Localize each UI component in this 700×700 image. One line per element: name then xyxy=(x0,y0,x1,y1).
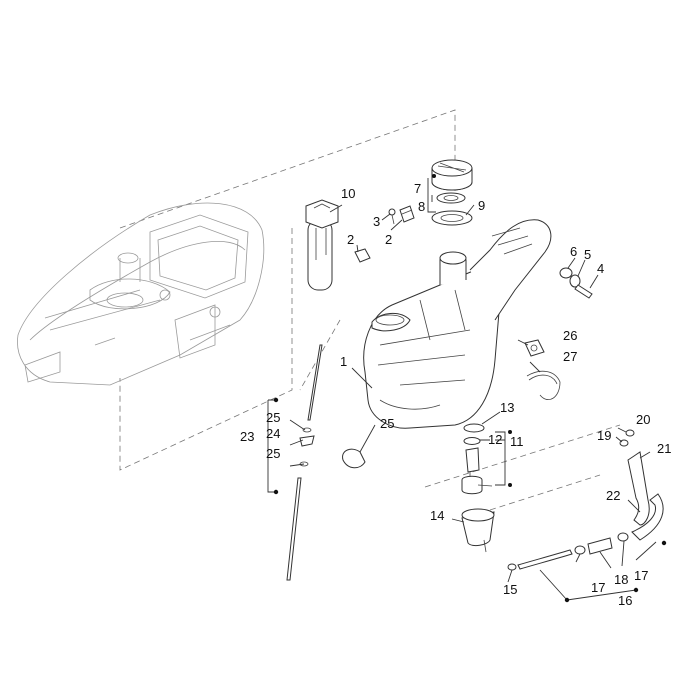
part-5-washer xyxy=(569,274,581,288)
part-9-filler-ring xyxy=(431,210,473,226)
part-21-hose xyxy=(627,451,650,526)
callout-22: 22 xyxy=(606,488,620,503)
part-16-fuel-hose xyxy=(517,549,573,570)
part-11-fuel-tap xyxy=(461,447,493,495)
part-15-hose-clamp xyxy=(507,563,517,571)
callout-6: 6 xyxy=(570,244,577,259)
callout-12: 12 xyxy=(488,432,502,447)
callout-3: 3 xyxy=(373,214,380,229)
callout-13: 13 xyxy=(500,400,514,415)
part-12-seal xyxy=(463,437,481,445)
callout-11: 11 xyxy=(510,434,524,449)
frame-ghost-outline xyxy=(17,202,265,386)
part-2-clip-upper xyxy=(399,205,415,223)
callout-dots xyxy=(273,174,667,603)
part-17-hose-clip-right xyxy=(617,532,629,542)
callout-19: 19 xyxy=(597,428,611,443)
callout-2-lower: 2 xyxy=(347,232,354,247)
part-7-filler-cap xyxy=(431,159,473,191)
part-8-cap-gasket xyxy=(436,192,466,204)
callout-9: 9 xyxy=(478,198,485,213)
part-4-bolt xyxy=(574,284,593,299)
callout-25-lower: 25 xyxy=(266,446,280,461)
part-3-screw xyxy=(388,208,396,225)
part-26-hose-clamp xyxy=(524,339,545,357)
part-1-fuel-tank xyxy=(363,219,552,429)
part-10-fuel-sender xyxy=(305,199,339,291)
part-22-bent-pipe xyxy=(631,493,664,541)
part-13-clamp xyxy=(463,423,485,433)
callout-7: 7 xyxy=(414,181,421,196)
callout-27: 27 xyxy=(563,349,577,364)
leader-lines xyxy=(267,174,657,601)
part-2-clip-lower xyxy=(354,248,371,263)
callout-1: 1 xyxy=(340,354,347,369)
callout-10: 10 xyxy=(341,186,355,201)
callout-15: 15 xyxy=(503,582,517,597)
assembly-dashed-lines xyxy=(119,109,621,511)
callout-21: 21 xyxy=(657,441,671,456)
callout-4: 4 xyxy=(597,261,604,276)
part-17-hose-clip-left xyxy=(574,545,586,555)
part-20-clip xyxy=(625,429,635,437)
callout-2-upper: 2 xyxy=(385,232,392,247)
callout-14: 14 xyxy=(430,508,444,523)
part-25-pipe-clip xyxy=(342,448,366,469)
callout-25-upper: 25 xyxy=(266,410,280,425)
callout-17-right: 17 xyxy=(634,568,648,583)
callout-20: 20 xyxy=(636,412,650,427)
callout-16: 16 xyxy=(618,593,632,608)
part-18-inline-filter xyxy=(587,537,613,555)
part-6-bush xyxy=(559,267,573,279)
callout-8: 8 xyxy=(418,199,425,214)
part-27-strap xyxy=(526,370,561,400)
callout-25-middle: 25 xyxy=(380,416,394,431)
callout-17-left: 17 xyxy=(591,580,605,595)
callout-23: 23 xyxy=(240,429,254,444)
callout-5: 5 xyxy=(584,247,591,262)
callout-labels: 1 2 2 3 4 5 6 7 8 9 10 11 12 13 14 15 16… xyxy=(240,181,671,608)
callout-24: 24 xyxy=(266,426,280,441)
part-23-breather-pipe-assembly xyxy=(286,344,323,581)
callout-18: 18 xyxy=(614,572,628,587)
part-14-filter-cup xyxy=(461,508,495,553)
callout-26: 26 xyxy=(563,328,577,343)
